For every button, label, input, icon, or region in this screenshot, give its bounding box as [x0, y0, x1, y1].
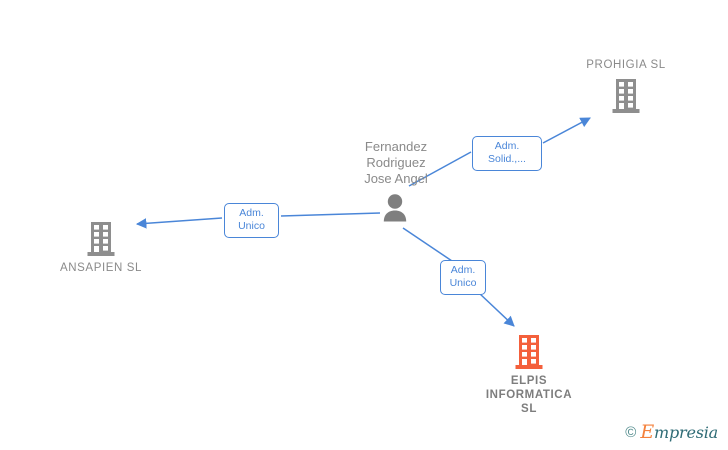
edge-label-adm-solid-prohigia[interactable]: Adm. Solid.,...	[472, 136, 542, 171]
building-icon	[86, 221, 116, 257]
edge-label-adm-unico-ansapien[interactable]: Adm. Unico	[224, 203, 279, 238]
brand-wordmark: Empresia	[640, 423, 718, 442]
empresia-watermark: © Empresia	[625, 423, 718, 442]
person-icon	[381, 193, 409, 223]
company-caption-prohigia: PROHIGIA SL	[586, 59, 666, 71]
edge-person-to-prohigia	[408, 117, 591, 187]
company-caption-elpis-informatica: ELPIS INFORMATICA SL	[485, 375, 573, 415]
company-caption-ansapien: ANSAPIEN SL	[59, 262, 143, 274]
edge-label-adm-unico-elpis[interactable]: Adm. Unico	[440, 260, 486, 295]
building-icon	[611, 78, 641, 114]
edge-person-to-ansapien	[135, 212, 381, 229]
building-icon	[514, 334, 544, 370]
person-name-label: Fernandez Rodriguez Jose Angel	[364, 139, 428, 186]
brand-initial: E	[640, 421, 654, 443]
edge-person-to-elpis	[402, 227, 515, 327]
brand-rest: mpresia	[654, 423, 718, 442]
node-company-ansapien[interactable]: ANSAPIEN SL	[46, 221, 156, 275]
node-person-fernandez-rodriguez-jose-angel[interactable]	[381, 193, 409, 223]
copyright-icon: ©	[625, 424, 637, 441]
node-company-prohigia[interactable]: PROHIGIA SL	[571, 58, 681, 114]
node-company-elpis-informatica[interactable]: ELPIS INFORMATICA SL	[474, 334, 584, 416]
